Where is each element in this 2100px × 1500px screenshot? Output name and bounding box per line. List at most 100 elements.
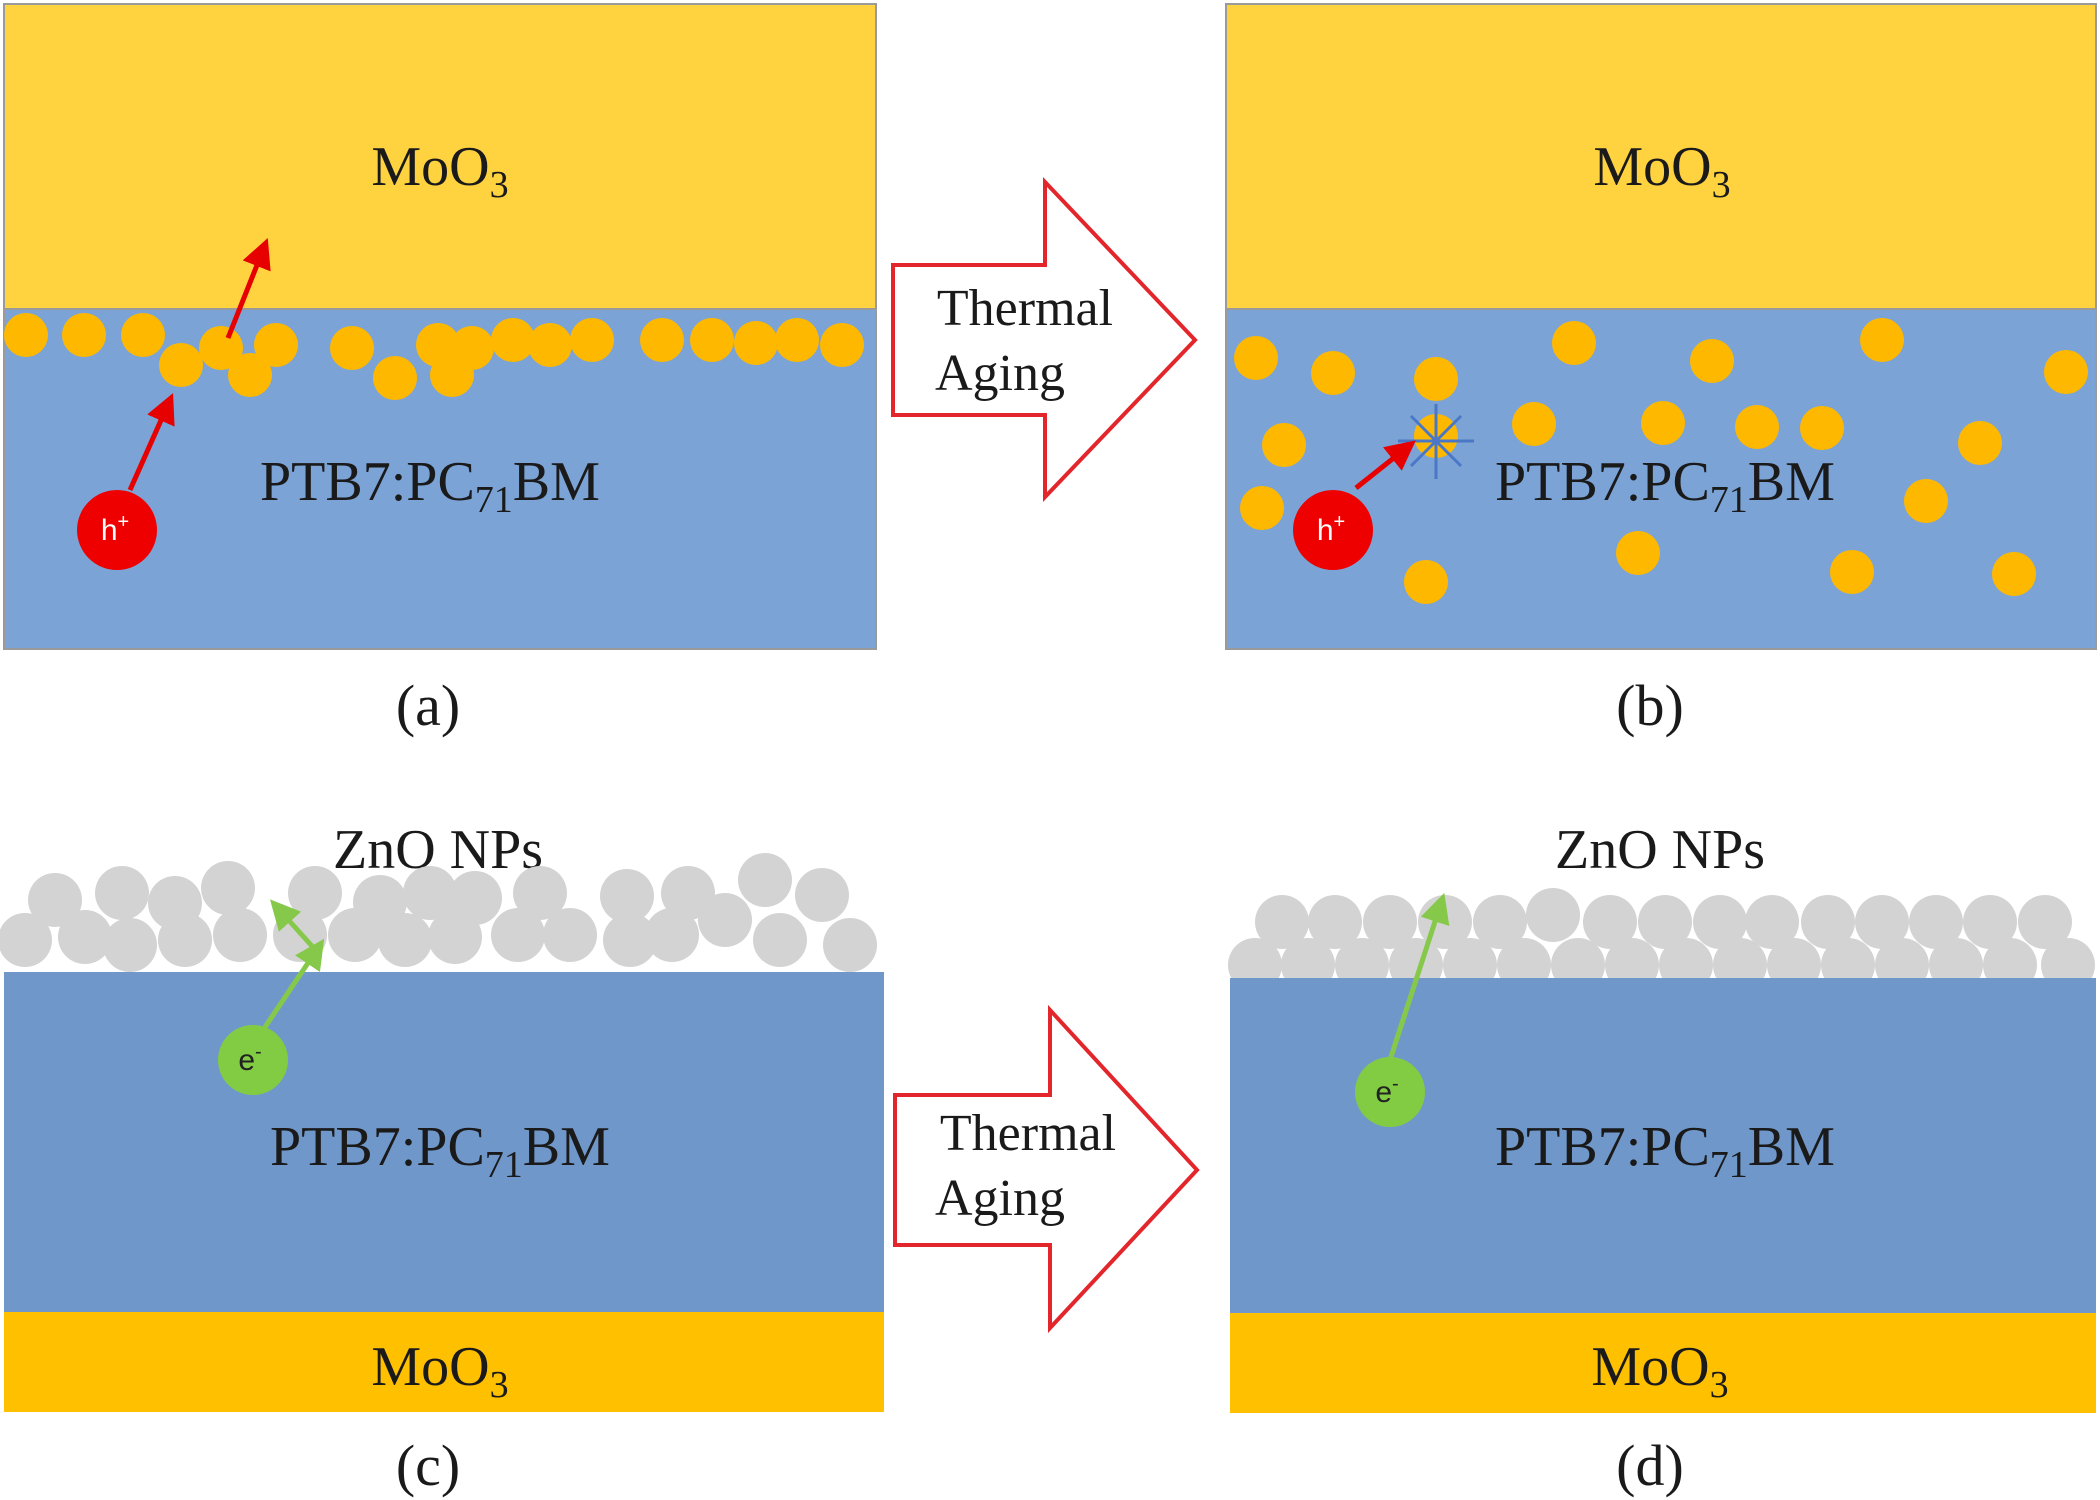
panel-b-hole bbox=[1293, 490, 1373, 570]
panel-b-particle bbox=[1958, 421, 2002, 465]
panel-a-particle bbox=[734, 321, 778, 365]
panel-b-particle bbox=[1800, 406, 1844, 450]
panel-c-zno-particle bbox=[823, 918, 877, 972]
panel-d-active-layer bbox=[1230, 978, 2096, 1313]
panel-c-zno-particle bbox=[58, 910, 112, 964]
panel-c-zno-particle bbox=[661, 866, 715, 920]
panel-c-zno-particle bbox=[543, 908, 597, 962]
arrow-bottom-line1: Thermal bbox=[940, 1105, 1116, 1162]
panel-a-particle bbox=[62, 313, 106, 357]
panel-d-zno-particle bbox=[1909, 895, 1963, 949]
panel-a-particle bbox=[450, 326, 494, 370]
panel-b-particle bbox=[1234, 336, 1278, 380]
panel-c-zno-particle bbox=[428, 910, 482, 964]
panel-d-zno-particle bbox=[1801, 895, 1855, 949]
thermal-aging-arrow-top: Thermal Aging bbox=[891, 176, 1198, 502]
panel-c-zno-particle bbox=[201, 861, 255, 915]
panel-b-hole-arrow bbox=[1354, 440, 1416, 490]
panel-c-zno-particle bbox=[403, 866, 457, 920]
panel-b-particle bbox=[1641, 401, 1685, 445]
panel-b-moo3-label: MoO3 bbox=[1593, 136, 1730, 206]
panel-c: ZnO NPs PTB7:PC71BM MoO3 e- (c) bbox=[0, 819, 884, 1498]
panel-c-electron bbox=[218, 1025, 288, 1095]
panel-c-electron-arrow-2 bbox=[269, 899, 322, 957]
panel-c-caption: (c) bbox=[396, 1433, 460, 1498]
panel-d-np-label: ZnO NPs bbox=[1555, 819, 1765, 881]
panel-c-zno-particle bbox=[795, 868, 849, 922]
panel-a-particle bbox=[199, 326, 243, 370]
panel-c-zno-particle bbox=[0, 913, 52, 967]
panel-a-active-label: PTB7:PC71BM bbox=[260, 451, 600, 521]
panel-d: ZnO NPs PTB7:PC71BM MoO3 e- (d) bbox=[1228, 819, 2096, 1498]
panel-d-zno-particle bbox=[1255, 895, 1309, 949]
panel-a-particles bbox=[4, 313, 864, 400]
panel-c-zno-particle bbox=[753, 913, 807, 967]
panel-c-zno-particle bbox=[95, 866, 149, 920]
arrow-top-shape bbox=[891, 176, 1198, 502]
panel-d-zno-particle bbox=[1855, 895, 1909, 949]
panel-c-electron-arrow-1 bbox=[252, 938, 325, 1044]
panel-d-zno-particle bbox=[1526, 888, 1580, 942]
panel-c-zno-particle bbox=[158, 913, 212, 967]
panel-d-caption: (d) bbox=[1616, 1433, 1684, 1498]
panel-a-moo3-label: MoO3 bbox=[371, 136, 508, 206]
panel-b-particle bbox=[1404, 560, 1448, 604]
panel-d-zno-particle bbox=[2018, 895, 2072, 949]
panel-d-zno-particle bbox=[1583, 895, 1637, 949]
panel-c-zno-particle bbox=[213, 908, 267, 962]
panel-a-particle bbox=[690, 318, 734, 362]
panel-d-zno-particle bbox=[1745, 895, 1799, 949]
panel-a-particle bbox=[820, 323, 864, 367]
panel-c-active-layer bbox=[4, 972, 884, 1312]
panel-a-hole bbox=[77, 490, 157, 570]
panel-b-active-label: PTB7:PC71BM bbox=[1495, 451, 1835, 521]
panel-a-particle bbox=[4, 313, 48, 357]
panel-c-zno-particle bbox=[645, 908, 699, 962]
panel-a-particle bbox=[570, 318, 614, 362]
panel-c-zno-particle bbox=[28, 873, 82, 927]
panel-b: MoO3 PTB7:PC71BM h+ (b) bbox=[1225, 3, 2097, 738]
panel-c-zno-particle bbox=[288, 866, 342, 920]
panel-b-particle bbox=[1860, 318, 1904, 362]
panel-d-electron bbox=[1355, 1057, 1425, 1127]
panel-d-electron-arrow bbox=[1387, 892, 1450, 1061]
panel-d-zno-particle bbox=[1473, 895, 1527, 949]
panel-c-active-label: PTB7:PC71BM bbox=[270, 1116, 610, 1186]
panel-d-active-label: PTB7:PC71BM bbox=[1495, 1116, 1835, 1186]
arrow-bottom-shape bbox=[893, 1004, 1200, 1334]
panel-b-particle bbox=[1735, 405, 1779, 449]
panel-a-particle bbox=[640, 318, 684, 362]
panel-d-moo3-label: MoO3 bbox=[1591, 1336, 1728, 1406]
panel-d-zno-particle bbox=[1308, 895, 1362, 949]
panel-a-particle bbox=[775, 318, 819, 362]
panel-a-hole-arrow-1 bbox=[127, 393, 175, 492]
panel-c-zno-particle bbox=[603, 913, 657, 967]
panel-a-particle bbox=[228, 353, 272, 397]
panel-c-zno-particle bbox=[698, 893, 752, 947]
panel-d-zno-particle bbox=[1363, 895, 1417, 949]
arrow-top-line2: Aging bbox=[935, 345, 1065, 402]
panel-c-zno-particle bbox=[738, 853, 792, 907]
panel-b-particle bbox=[1616, 531, 1660, 575]
panel-c-zno-particle bbox=[328, 908, 382, 962]
panel-a-particle bbox=[254, 323, 298, 367]
panel-a-particle bbox=[121, 313, 165, 357]
thermal-aging-arrow-bottom: Thermal Aging bbox=[893, 1004, 1200, 1334]
panel-b-particle bbox=[1690, 339, 1734, 383]
panel-c-moo3-label: MoO3 bbox=[371, 1336, 508, 1406]
panel-a-hole-label: h+ bbox=[101, 511, 129, 547]
panel-b-particle bbox=[1512, 402, 1556, 446]
panel-b-particle bbox=[1904, 479, 1948, 523]
panel-a-particle bbox=[330, 326, 374, 370]
panel-a-caption: (a) bbox=[396, 673, 460, 738]
panel-c-zno-particle bbox=[491, 908, 545, 962]
panel-a-particle bbox=[491, 318, 535, 362]
panel-a-particle bbox=[528, 323, 572, 367]
panel-b-particle bbox=[1311, 351, 1355, 395]
panel-b-particle bbox=[1262, 423, 1306, 467]
panel-d-zno-particle bbox=[1693, 895, 1747, 949]
arrow-bottom-line2: Aging bbox=[935, 1170, 1065, 1227]
panel-b-caption: (b) bbox=[1616, 673, 1684, 738]
